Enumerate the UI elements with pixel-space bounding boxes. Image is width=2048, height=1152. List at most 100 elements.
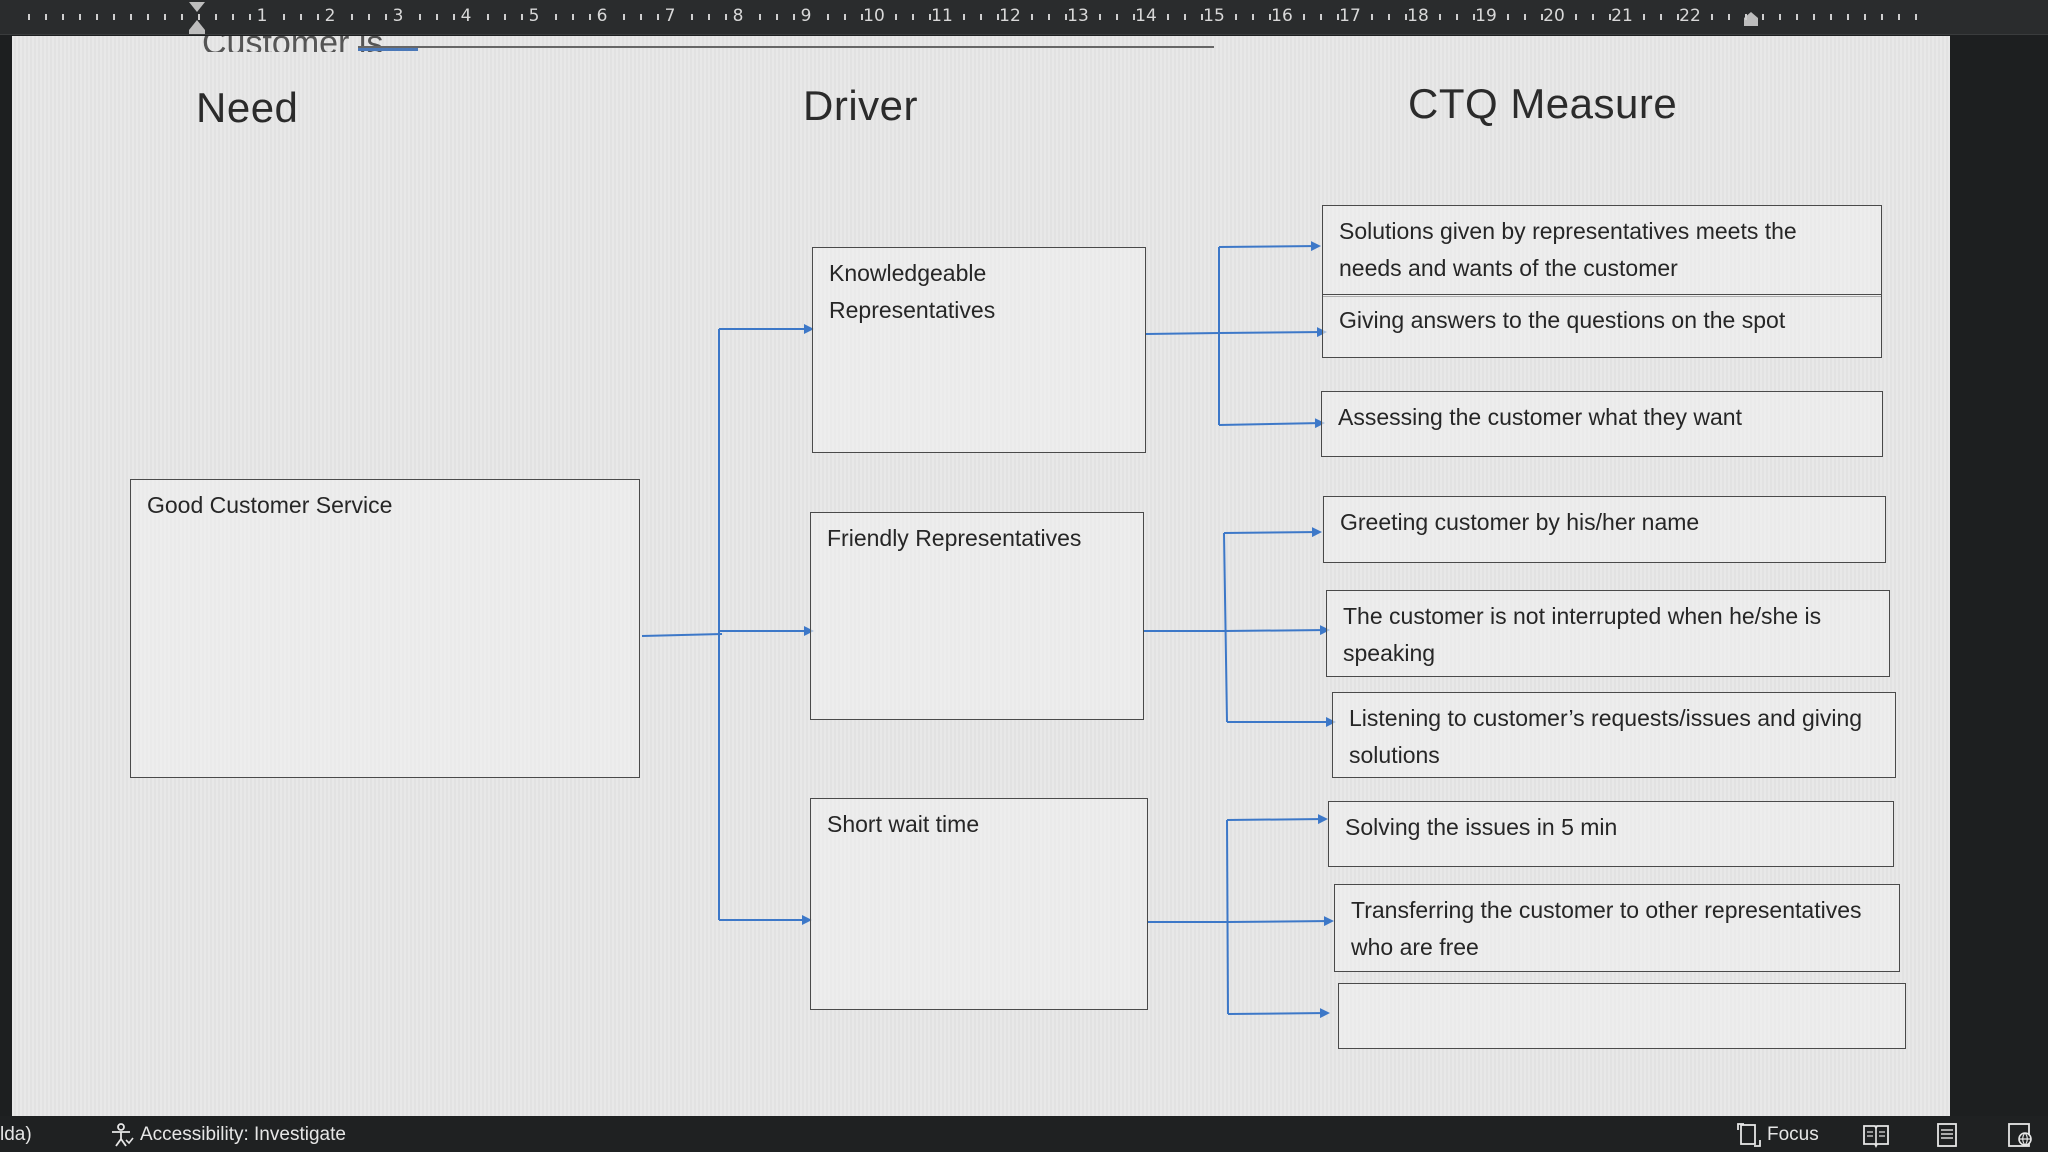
document-page[interactable]: Customer is Need Driver CTQ Measure bbox=[12, 36, 1950, 1116]
ruler-label: 7 bbox=[664, 6, 676, 26]
ruler-tick bbox=[62, 14, 64, 20]
driver-box-wait-time[interactable]: Short wait time bbox=[810, 798, 1148, 1010]
ruler-tick bbox=[1099, 14, 1101, 20]
read-mode-icon[interactable] bbox=[1862, 1122, 1890, 1148]
driver-box-friendly[interactable]: Friendly Representatives bbox=[810, 512, 1144, 720]
ruler-label: 2 bbox=[324, 6, 336, 26]
web-layout-icon[interactable] bbox=[2006, 1122, 2034, 1148]
connector-lines bbox=[641, 241, 1336, 1019]
ruler-label: 5 bbox=[528, 6, 540, 26]
focus-button[interactable]: Focus bbox=[1767, 1124, 1819, 1145]
ruler-tick bbox=[1881, 14, 1883, 20]
focus-icon[interactable] bbox=[1736, 1122, 1762, 1148]
status-bar: lda) Accessibility: Investigate Focus bbox=[0, 1116, 2048, 1152]
ruler-tick bbox=[1184, 14, 1186, 20]
ruler-tick bbox=[1660, 14, 1662, 20]
ruler-tick bbox=[844, 14, 846, 20]
ruler-label: 22 bbox=[1679, 6, 1701, 26]
ruler-tick bbox=[385, 14, 387, 20]
partial-heading: Customer is bbox=[202, 36, 383, 52]
ruler-label: 14 bbox=[1135, 6, 1157, 26]
heading-underline-accent bbox=[358, 48, 418, 51]
need-box[interactable]: Good Customer Service bbox=[130, 479, 640, 778]
ruler-tick bbox=[793, 14, 795, 20]
ruler-tick bbox=[1609, 14, 1611, 20]
ruler-tick bbox=[725, 14, 727, 20]
driver-box-knowledgeable[interactable]: Knowledgeable Representatives bbox=[812, 247, 1146, 453]
ruler-tick bbox=[912, 14, 914, 20]
ruler-tick bbox=[1728, 14, 1730, 20]
ruler-label: 13 bbox=[1067, 6, 1089, 26]
ruler-tick bbox=[487, 14, 489, 20]
accessibility-status[interactable]: Accessibility: Investigate bbox=[140, 1124, 346, 1145]
ruler-label: 8 bbox=[732, 6, 744, 26]
ruler-tick bbox=[1065, 14, 1067, 20]
ruler-tick bbox=[1201, 14, 1203, 20]
ruler-tick bbox=[521, 14, 523, 20]
ruler-tick bbox=[232, 14, 234, 20]
ruler-label: 10 bbox=[863, 6, 885, 26]
ruler-tick bbox=[1541, 14, 1543, 20]
ruler-label: 4 bbox=[460, 6, 472, 26]
ruler-label: 9 bbox=[800, 6, 812, 26]
ruler-label: 12 bbox=[999, 6, 1021, 26]
right-indent-marker-icon[interactable] bbox=[1742, 10, 1760, 28]
ctq-box-greeting[interactable]: Greeting customer by his/her name bbox=[1323, 496, 1886, 563]
ctq-box-listening[interactable]: Listening to customer’s requests/issues … bbox=[1332, 692, 1896, 778]
ruler-tick bbox=[130, 14, 132, 20]
ruler-tick bbox=[691, 14, 693, 20]
ruler-tick bbox=[963, 14, 965, 20]
ruler-tick bbox=[181, 14, 183, 20]
print-layout-icon[interactable] bbox=[1934, 1122, 1960, 1148]
ctq-box-transferring[interactable]: Transferring the customer to other repre… bbox=[1334, 884, 1900, 972]
ruler-tick bbox=[1337, 14, 1339, 20]
ruler-tick bbox=[572, 14, 574, 20]
ruler-tick bbox=[504, 14, 506, 20]
ruler-tick bbox=[1456, 14, 1458, 20]
ruler-label: 18 bbox=[1407, 6, 1429, 26]
ruler-label: 11 bbox=[931, 6, 953, 26]
ruler-tick bbox=[1813, 14, 1815, 20]
ruler-label: 15 bbox=[1203, 6, 1225, 26]
heading-underline bbox=[358, 46, 1214, 48]
ruler-tick bbox=[555, 14, 557, 20]
ruler-tick bbox=[1371, 14, 1373, 20]
ctq-box-solving[interactable]: Solving the issues in 5 min bbox=[1328, 801, 1894, 867]
driver-header: Driver bbox=[803, 82, 918, 129]
ruler-tick bbox=[1133, 14, 1135, 20]
ruler-tick bbox=[980, 14, 982, 20]
ruler-tick bbox=[1524, 14, 1526, 20]
ctq-box-assessing[interactable]: Assessing the customer what they want bbox=[1321, 391, 1883, 457]
accessibility-icon[interactable] bbox=[108, 1122, 134, 1148]
ruler-tick bbox=[147, 14, 149, 20]
ruler-tick bbox=[1320, 14, 1322, 20]
ruler-tick bbox=[419, 14, 421, 20]
ruler-tick bbox=[1031, 14, 1033, 20]
ruler-tick bbox=[895, 14, 897, 20]
ruler-tick bbox=[1915, 14, 1917, 20]
ruler-label: 6 bbox=[596, 6, 608, 26]
ruler-tick bbox=[1048, 14, 1050, 20]
ruler-tick bbox=[436, 14, 438, 20]
ctq-box-not-interrupted[interactable]: The customer is not interrupted when he/… bbox=[1326, 590, 1890, 677]
ruler-tick bbox=[1303, 14, 1305, 20]
ruler-tick bbox=[1507, 14, 1509, 20]
ruler-label: 20 bbox=[1543, 6, 1565, 26]
indent-marker-icon[interactable] bbox=[188, 0, 206, 34]
status-fragment: lda) bbox=[0, 1124, 32, 1145]
need-header: Need bbox=[196, 84, 299, 131]
ruler-label: 3 bbox=[392, 6, 404, 26]
ruler-tick bbox=[1575, 14, 1577, 20]
ruler-tick bbox=[861, 14, 863, 20]
ruler-tick bbox=[249, 14, 251, 20]
ruler-tick bbox=[776, 14, 778, 20]
ruler-tick bbox=[827, 14, 829, 20]
ctq-box-empty[interactable] bbox=[1338, 983, 1906, 1049]
ruler-label: 16 bbox=[1271, 6, 1293, 26]
ctq-box-answers[interactable]: Giving answers to the questions on the s… bbox=[1322, 294, 1882, 358]
ruler-tick bbox=[300, 14, 302, 20]
ruler-tick bbox=[1711, 14, 1713, 20]
ruler-tick bbox=[317, 14, 319, 20]
ctq-box-solutions[interactable]: Solutions given by representatives meets… bbox=[1322, 205, 1882, 297]
